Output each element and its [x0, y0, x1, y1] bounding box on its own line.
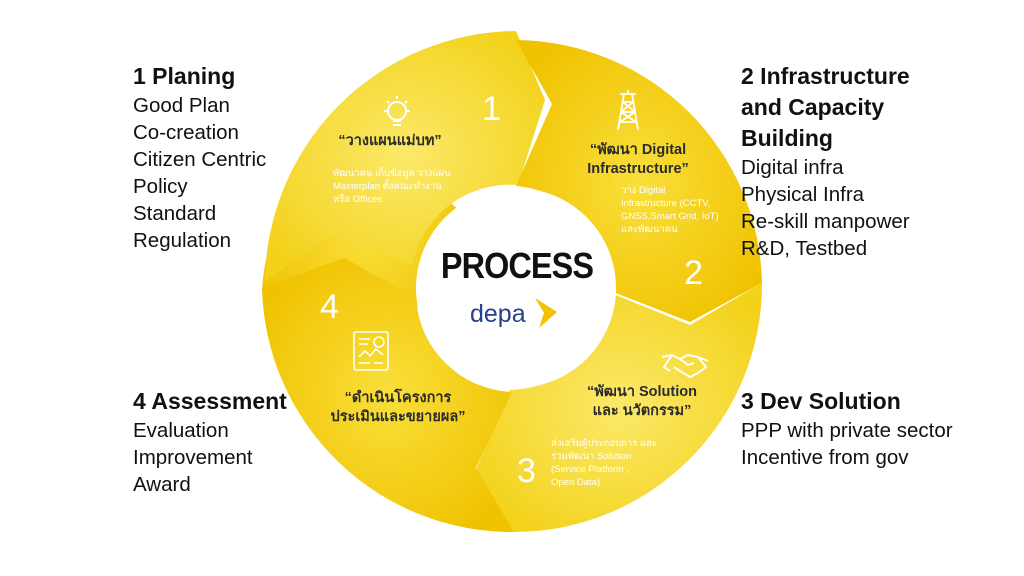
side-1-item: Good Plan: [133, 94, 230, 117]
document-icon: [350, 329, 394, 373]
side-4-item: Improvement: [133, 446, 253, 469]
segment-1-desc: พัฒนาคน เก็บข้อมูล วางแผน Masterplan ตั้…: [333, 168, 451, 205]
side-2-item: R&D, Testbed: [741, 237, 868, 260]
side-2-title-line: Building: [741, 125, 833, 151]
center-title: PROCESS: [440, 245, 594, 286]
side-3-dev-solution: 3 Dev Solution PPP with private sector I…: [741, 386, 953, 471]
handshake-icon: [660, 349, 710, 379]
side-2-item: Digital infra: [741, 156, 844, 179]
segment-3-number: 3: [517, 452, 536, 490]
side-1-item: Standard: [133, 202, 217, 225]
segment-2-desc: วาง Digital Infrastructure (CCTV, GNSS,S…: [621, 185, 719, 235]
side-1-planning: 1 Planing Good Plan Co-creation Citizen …: [133, 61, 266, 254]
lightbulb-icon: [380, 94, 414, 134]
side-4-assessment: 4 Assessment Evaluation Improvement Awar…: [133, 386, 287, 498]
center-circle: [416, 188, 616, 388]
side-1-title: 1 Planing: [133, 63, 236, 89]
segment-2-shape: [516, 40, 762, 322]
side-4-item: Award: [133, 473, 191, 496]
segment-4b-shape: [262, 258, 514, 533]
side-1-item: Citizen Centric: [133, 148, 267, 171]
side-3-item: PPP with private sector: [741, 419, 953, 442]
side-2-title-line: 2 Infrastructure: [741, 63, 910, 89]
segment-1-title: “วางแผนแม่บท”: [338, 133, 442, 149]
side-1-item: Regulation: [133, 229, 232, 252]
side-1-item: Co-creation: [133, 121, 239, 144]
side-2-infrastructure: 2 Infrastructure and Capacity Building D…: [741, 61, 910, 262]
segment-2-title: “พัฒนา Digital Infrastructure”: [587, 142, 689, 177]
segment-4-title: “ดำเนินโครงการ ประเมินและขยายผล”: [330, 390, 466, 425]
side-2-title-line: and Capacity: [741, 94, 885, 120]
depa-arrow-icon: [533, 296, 559, 330]
segment-1-number: 1: [482, 90, 501, 128]
depa-logo-text: depa: [470, 300, 526, 328]
segment-1-shape: [265, 31, 545, 281]
segment-3-shape: [476, 283, 763, 532]
side-3-item: Incentive from gov: [741, 446, 909, 469]
side-1-item: Policy: [133, 175, 188, 198]
side-2-item: Re-skill manpower: [741, 210, 910, 233]
segment-4-number: 4: [320, 288, 339, 326]
side-3-title: 3 Dev Solution: [741, 388, 901, 414]
side-4-title: 4 Assessment: [133, 388, 287, 414]
side-4-item: Evaluation: [133, 419, 229, 442]
segment-3-title: “พัฒนา Solution และ นวัตกรรม”: [587, 384, 697, 419]
side-2-item: Physical Infra: [741, 183, 865, 206]
segment-2-number: 2: [684, 254, 703, 292]
tower-icon: [614, 88, 642, 132]
segment-3-desc: ส่งเสริมผู้ประกอบการ และ ร่วมพัฒนา Solut…: [551, 438, 658, 488]
